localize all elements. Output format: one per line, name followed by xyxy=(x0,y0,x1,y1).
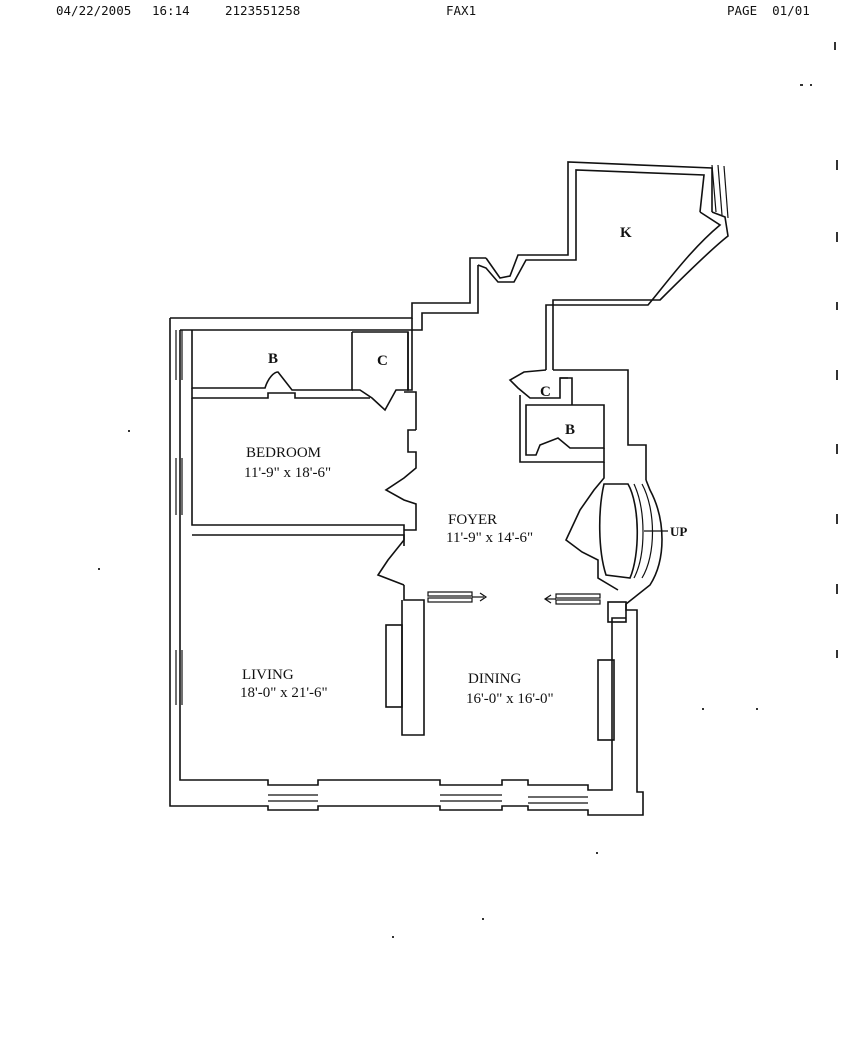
fax-phone: 2123551258 xyxy=(225,3,301,18)
living-dimensions: 18'-0" x 21'-6" xyxy=(240,685,328,701)
bath-label-bedroom: B xyxy=(268,351,278,367)
dining-dimensions: 16'-0" x 16'-0" xyxy=(466,691,554,707)
bedroom-label: BEDROOM xyxy=(246,445,321,461)
stair-landing xyxy=(598,479,668,605)
scan-specks xyxy=(98,42,838,938)
bedroom-bath-closet-walls xyxy=(191,318,417,430)
foyer-dimensions: 11'-9" x 14'-6" xyxy=(446,530,533,546)
fax-station: FAX1 xyxy=(446,3,477,18)
stair-up-label: UP xyxy=(670,524,687,539)
foyer-closet-bath-walls xyxy=(508,369,647,591)
closet-label-foyer: C xyxy=(540,384,551,400)
bath-label-foyer: B xyxy=(565,422,575,438)
closet-label-bedroom: C xyxy=(377,353,388,369)
fax-header: 04/22/2005 16:14 2123551258 FAX1 PAGE 01… xyxy=(0,0,864,24)
outer-walls xyxy=(169,161,729,816)
dining-label: DINING xyxy=(468,671,521,687)
fax-time: 16:14 xyxy=(152,3,190,18)
fax-page: PAGE 01/01 xyxy=(727,3,810,18)
living-label: LIVING xyxy=(242,667,294,683)
fax-date: 04/22/2005 xyxy=(56,3,132,18)
interior-walls xyxy=(191,398,627,741)
kitchen-label: K xyxy=(620,225,632,241)
foyer-label: FOYER xyxy=(448,512,497,528)
bedroom-dimensions: 11'-9" x 18'-6" xyxy=(244,465,331,481)
